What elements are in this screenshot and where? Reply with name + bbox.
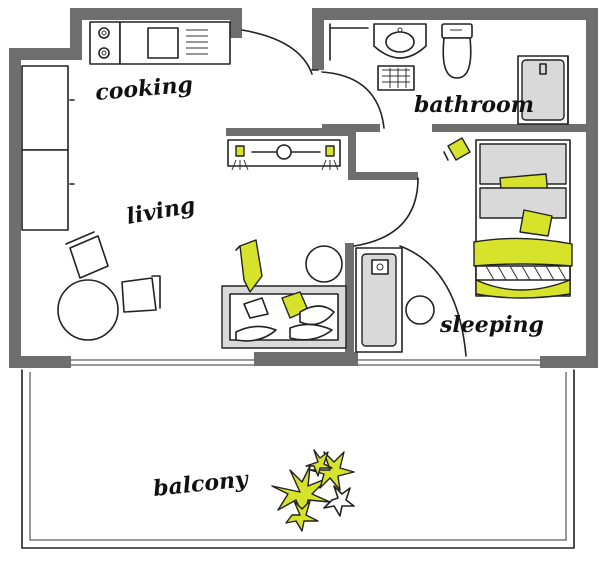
plant-icon	[271, 449, 355, 532]
door-swing-icon	[241, 29, 467, 357]
lamp-icon	[443, 137, 471, 161]
sink-icon	[119, 21, 231, 65]
toilet-icon	[441, 23, 473, 79]
side-table-icon	[405, 295, 435, 325]
walls	[9, 8, 598, 368]
chair-icon	[121, 275, 161, 313]
round-table-icon	[57, 279, 119, 341]
bed-icon	[473, 139, 573, 299]
lamp-icon	[227, 139, 341, 171]
bathroom-counter	[329, 23, 369, 61]
balcony-outline	[21, 369, 575, 549]
floor-drain-icon	[377, 65, 415, 91]
side-table-icon	[305, 245, 343, 283]
armchair-icon	[235, 239, 263, 293]
room-label-balcony: balcony	[152, 466, 251, 502]
bathtub-icon	[355, 247, 403, 353]
kitchen-cabinets	[21, 65, 75, 231]
room-label-cooking: cooking	[94, 72, 194, 106]
sink-icon	[373, 23, 427, 59]
room-label-bathroom: bathroom	[414, 92, 534, 118]
stove-icon	[89, 21, 121, 65]
sofa-icon	[221, 285, 347, 349]
chair-icon	[65, 231, 109, 279]
shower-icon	[517, 55, 569, 125]
room-label-living: living	[125, 192, 198, 230]
room-label-sleeping: sleeping	[439, 312, 544, 338]
